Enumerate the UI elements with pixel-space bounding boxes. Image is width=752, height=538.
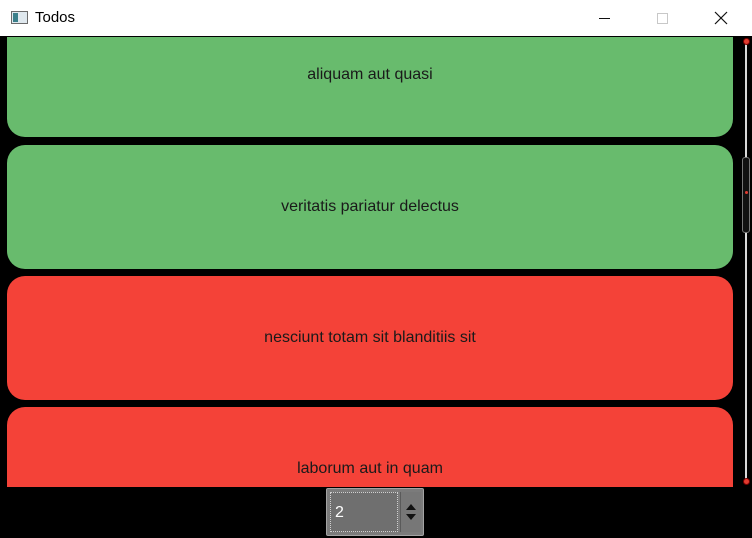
- maximize-button[interactable]: [639, 0, 685, 36]
- todo-title: veritatis pariatur delectus: [281, 198, 459, 215]
- todo-item[interactable]: laborum aut in quam: [7, 407, 733, 487]
- window-title: Todos: [35, 9, 76, 26]
- todo-title: laborum aut in quam: [297, 460, 443, 477]
- scroll-down-icon[interactable]: [743, 478, 750, 485]
- maximize-icon: [656, 12, 668, 24]
- page-number-input[interactable]: 2: [330, 492, 398, 532]
- scroll-up-icon[interactable]: [743, 38, 750, 45]
- todo-title: nesciunt totam sit blanditiis sit: [264, 329, 476, 346]
- page-spinbox[interactable]: 2: [326, 488, 424, 536]
- spin-up-icon[interactable]: [406, 504, 416, 510]
- todo-item[interactable]: aliquam aut quasi: [7, 37, 733, 137]
- close-icon: [714, 11, 728, 25]
- minimize-icon: [598, 17, 610, 19]
- title-bar: Todos: [0, 0, 752, 36]
- minimize-button[interactable]: [581, 0, 627, 36]
- todo-item[interactable]: nesciunt totam sit blanditiis sit: [7, 276, 733, 400]
- scrollbar-handle[interactable]: [742, 157, 750, 233]
- todo-title: aliquam aut quasi: [307, 66, 433, 83]
- vertical-scrollbar[interactable]: [740, 37, 752, 487]
- spin-buttons[interactable]: [400, 492, 421, 532]
- app-window-icon: [11, 11, 28, 24]
- todo-list-viewport[interactable]: aliquam aut quasi veritatis pariatur del…: [0, 37, 740, 487]
- spin-down-icon[interactable]: [406, 514, 416, 520]
- todo-item[interactable]: veritatis pariatur delectus: [7, 145, 733, 269]
- close-button[interactable]: [698, 0, 744, 36]
- scrollbar-track[interactable]: [745, 43, 747, 481]
- bottom-bar: 2: [0, 487, 752, 538]
